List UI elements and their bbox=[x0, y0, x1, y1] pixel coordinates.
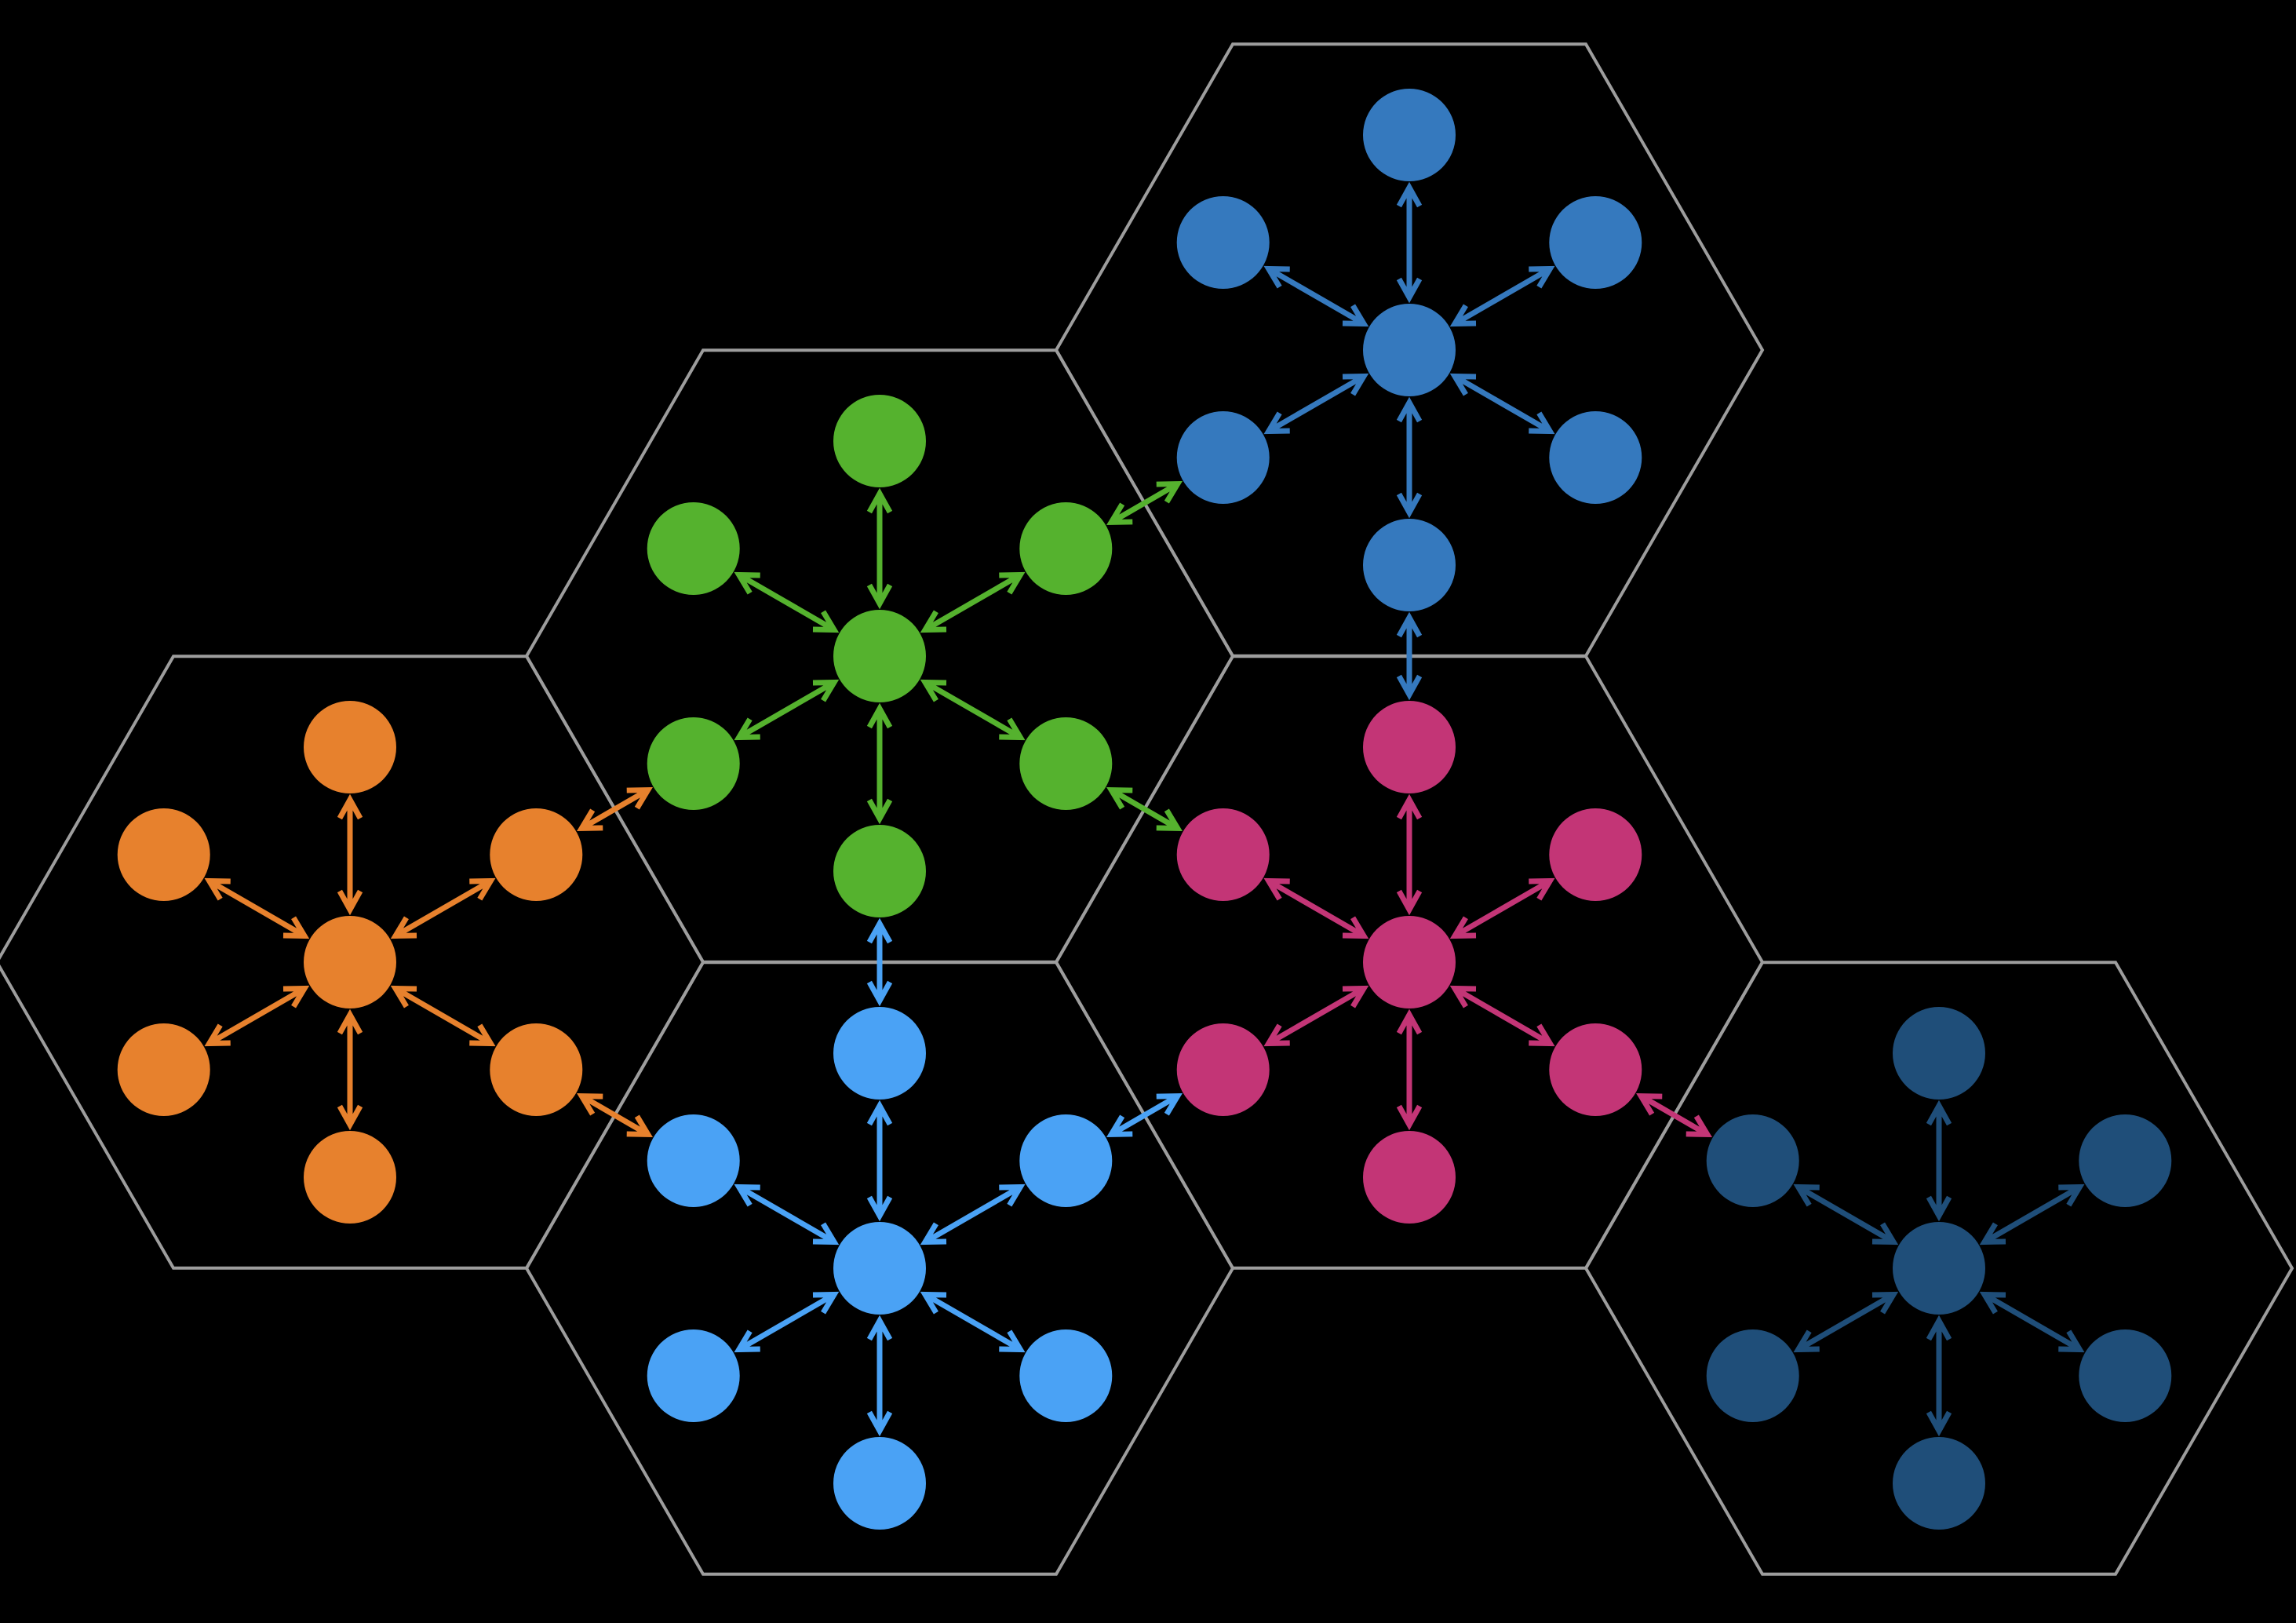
satellite-node-blue-bottom bbox=[1363, 519, 1456, 611]
satellite-node-navy-lower-left bbox=[1706, 1329, 1799, 1422]
spoke-arrow-green-upper-right bbox=[920, 571, 1026, 633]
spoke-arrow-blue-top bbox=[1396, 181, 1423, 304]
intercell-arrow-green-lightblue bbox=[866, 917, 893, 1007]
satellite-node-blue-lower-right bbox=[1549, 411, 1642, 504]
spoke-arrow-navy-lower-right bbox=[1979, 1291, 2085, 1353]
satellite-node-magenta-upper-right bbox=[1549, 808, 1642, 901]
spoke-arrow-magenta-upper-right bbox=[1449, 877, 1555, 939]
hexagon-border-navy bbox=[1584, 961, 2294, 1576]
intercell-arrow-green-magenta bbox=[1106, 786, 1183, 832]
satellite-node-orange-lower-right bbox=[490, 1023, 583, 1116]
satellite-node-orange-upper-right bbox=[490, 808, 583, 901]
satellite-node-navy-bottom bbox=[1893, 1437, 1985, 1530]
spoke-arrow-lightblue-lower-left bbox=[734, 1291, 840, 1353]
spoke-arrow-green-upper-left bbox=[734, 571, 840, 633]
hexagon-border-lightblue bbox=[524, 961, 1235, 1576]
intercell-arrow-green-blue bbox=[1106, 480, 1183, 526]
satellite-node-orange-upper-left bbox=[117, 808, 210, 901]
spoke-arrow-blue-upper-right bbox=[1449, 265, 1555, 327]
spoke-arrow-lightblue-top bbox=[866, 1100, 893, 1222]
spoke-arrow-green-bottom bbox=[866, 702, 893, 825]
spoke-arrow-green-lower-right bbox=[920, 679, 1026, 741]
spoke-arrow-blue-lower-left bbox=[1263, 373, 1369, 435]
spoke-arrow-blue-upper-left bbox=[1263, 265, 1369, 327]
satellite-node-green-upper-left bbox=[647, 502, 740, 595]
intercell-arrow-blue-magenta bbox=[1396, 611, 1423, 701]
satellite-node-green-lower-right bbox=[1019, 717, 1113, 810]
spoke-arrow-navy-bottom bbox=[1926, 1315, 1952, 1437]
satellite-node-magenta-upper-left bbox=[1176, 808, 1270, 901]
satellite-node-orange-bottom bbox=[304, 1131, 396, 1224]
spoke-arrow-orange-lower-left bbox=[204, 985, 310, 1047]
satellite-node-lightblue-upper-left bbox=[647, 1114, 740, 1207]
satellite-node-blue-lower-left bbox=[1176, 411, 1270, 504]
intercell-arrow-orange-lightblue bbox=[577, 1092, 653, 1138]
satellite-node-navy-top bbox=[1893, 1007, 1985, 1100]
satellite-node-magenta-bottom bbox=[1363, 1131, 1456, 1224]
spoke-arrow-lightblue-bottom bbox=[866, 1315, 893, 1437]
hub-node-orange bbox=[304, 916, 396, 1008]
spoke-arrow-magenta-lower-left bbox=[1263, 985, 1369, 1047]
spoke-arrow-orange-upper-right bbox=[390, 877, 496, 939]
satellite-node-navy-upper-left bbox=[1706, 1114, 1799, 1207]
satellite-node-blue-upper-left bbox=[1176, 196, 1270, 289]
satellite-node-navy-upper-right bbox=[2079, 1114, 2172, 1207]
intercell-arrow-magenta-navy bbox=[1636, 1092, 1712, 1138]
spoke-arrow-orange-upper-left bbox=[204, 877, 310, 939]
spoke-arrow-lightblue-upper-right bbox=[920, 1184, 1026, 1246]
intercell-arrow-orange-green bbox=[577, 786, 653, 832]
satellite-node-lightblue-lower-left bbox=[647, 1329, 740, 1422]
satellite-node-green-upper-right bbox=[1019, 502, 1113, 595]
satellite-node-lightblue-upper-right bbox=[1019, 1114, 1113, 1207]
satellite-node-navy-lower-right bbox=[2079, 1329, 2172, 1422]
hub-node-navy bbox=[1893, 1222, 1985, 1315]
satellite-node-orange-lower-left bbox=[117, 1023, 210, 1116]
spoke-arrow-magenta-top bbox=[1396, 793, 1423, 916]
hub-node-magenta bbox=[1363, 916, 1456, 1008]
spoke-arrow-magenta-lower-right bbox=[1449, 985, 1555, 1047]
spoke-arrow-orange-top bbox=[337, 793, 363, 916]
spoke-arrow-magenta-upper-left bbox=[1263, 877, 1369, 939]
spoke-arrow-orange-lower-right bbox=[390, 985, 496, 1047]
satellite-node-lightblue-bottom bbox=[833, 1437, 926, 1530]
satellite-node-blue-upper-right bbox=[1549, 196, 1642, 289]
hub-node-green bbox=[833, 610, 926, 702]
satellite-node-blue-top bbox=[1363, 89, 1456, 181]
spoke-arrow-navy-upper-right bbox=[1979, 1184, 2085, 1246]
spoke-arrow-magenta-bottom bbox=[1396, 1008, 1423, 1131]
satellite-node-green-bottom bbox=[833, 825, 926, 917]
satellite-node-magenta-lower-right bbox=[1549, 1023, 1642, 1116]
satellite-node-green-lower-left bbox=[647, 717, 740, 810]
spoke-arrow-navy-top bbox=[1926, 1100, 1952, 1222]
spoke-arrow-blue-bottom bbox=[1396, 396, 1423, 519]
spoke-arrow-green-lower-left bbox=[734, 679, 840, 741]
satellite-node-lightblue-top bbox=[833, 1007, 926, 1100]
satellite-node-lightblue-lower-right bbox=[1019, 1329, 1113, 1422]
hub-node-lightblue bbox=[833, 1222, 926, 1315]
spoke-arrow-orange-bottom bbox=[337, 1008, 363, 1131]
spoke-arrow-lightblue-lower-right bbox=[920, 1291, 1026, 1353]
satellite-node-green-top bbox=[833, 395, 926, 487]
satellite-node-magenta-top bbox=[1363, 701, 1456, 793]
hub-node-blue bbox=[1363, 304, 1456, 396]
satellite-node-magenta-lower-left bbox=[1176, 1023, 1270, 1116]
spoke-arrow-blue-lower-right bbox=[1449, 373, 1555, 435]
spoke-arrow-navy-upper-left bbox=[1793, 1184, 1899, 1246]
spoke-arrow-navy-lower-left bbox=[1793, 1291, 1899, 1353]
spoke-arrow-green-top bbox=[866, 487, 893, 610]
satellite-node-orange-top bbox=[304, 701, 396, 793]
spoke-arrow-lightblue-upper-left bbox=[734, 1184, 840, 1246]
intercell-arrow-lightblue-magenta bbox=[1106, 1092, 1183, 1138]
